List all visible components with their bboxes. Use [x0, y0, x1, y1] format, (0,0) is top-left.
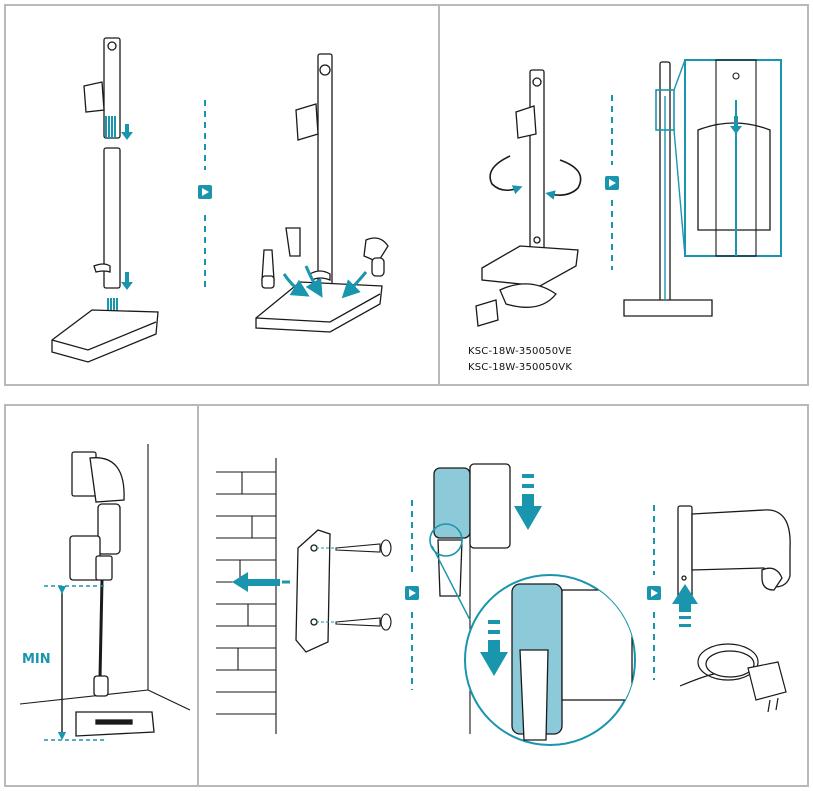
- zoom-circle: [429, 523, 636, 746]
- up-arrow-icon: [672, 584, 698, 627]
- height-dimension: [44, 585, 104, 741]
- accessory-arrows: [282, 265, 368, 299]
- step-divider-3: [405, 500, 419, 690]
- panel-wall-mount: [197, 404, 809, 787]
- brick-wall: [216, 458, 277, 734]
- handheld-on-mount: [433, 463, 511, 734]
- step-divider-4: [647, 505, 661, 680]
- screw-icon: [316, 539, 392, 631]
- mounted-handheld: [677, 505, 791, 599]
- charging-stand: [475, 69, 579, 327]
- stand-pole-parts: [51, 37, 159, 363]
- assembled-stand: [255, 53, 389, 333]
- charger-model-vk: KSC-18W-350050VK: [468, 362, 573, 373]
- cable-zoom-box: [673, 59, 782, 257]
- vacuum-mounted: [69, 451, 155, 737]
- panel-charging-stand: [438, 4, 809, 386]
- mount-plate: [295, 529, 331, 653]
- down-arrow-icon: [514, 474, 542, 530]
- step-divider-2: [605, 95, 619, 270]
- charger-icon: [679, 643, 787, 713]
- stand-with-cable: [623, 61, 713, 317]
- min-height-label: MIN: [22, 652, 51, 667]
- step-divider-1: [198, 100, 212, 290]
- down-arrow-icon: [480, 620, 508, 676]
- down-arrow-icon: [121, 124, 133, 290]
- left-arrow-icon: [232, 572, 290, 592]
- wall-corner: [19, 444, 191, 711]
- charger-model-list: KSC-18W-350050VE KSC-18W-350050VK: [468, 344, 572, 376]
- charger-model-ve: KSC-18W-350050VE: [468, 346, 572, 357]
- rotate-arrow-icon: [489, 155, 582, 200]
